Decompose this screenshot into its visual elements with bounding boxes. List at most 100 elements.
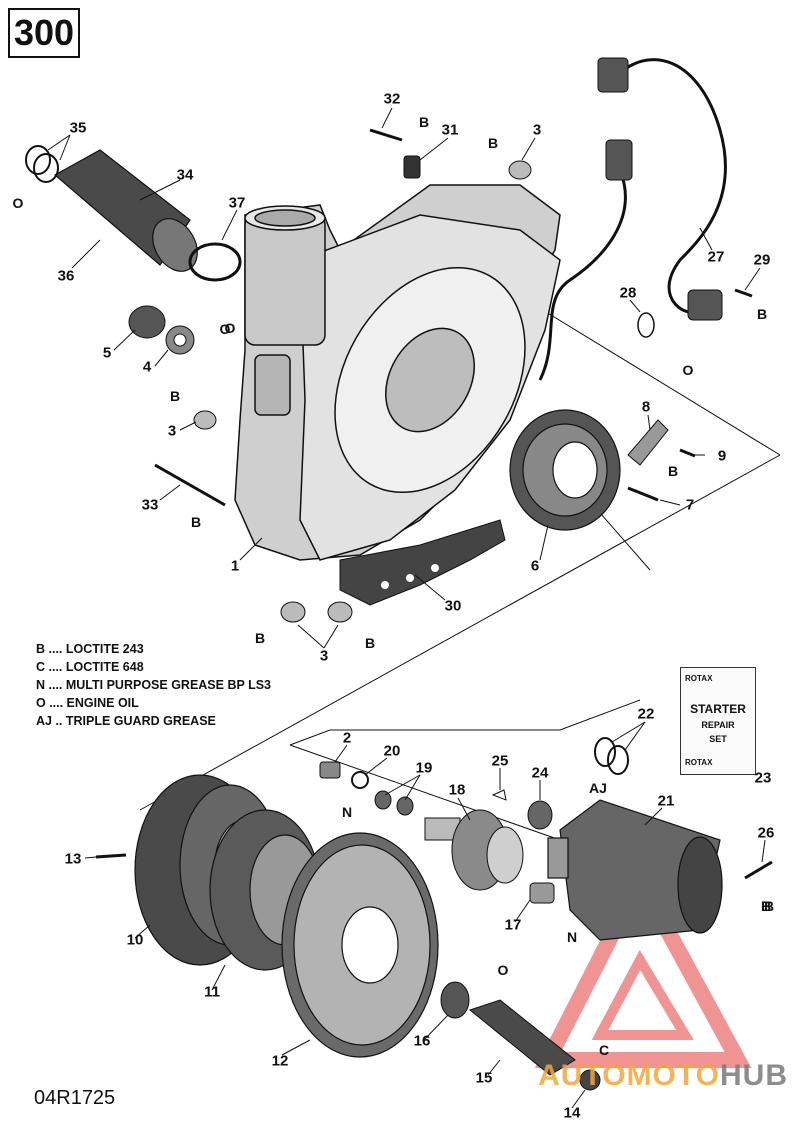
lube-mark: O xyxy=(497,962,509,978)
seals-4-5 xyxy=(128,305,195,355)
legend-item: N .... MULTI PURPOSE GREASE BP LS3 xyxy=(36,678,271,692)
callout-20: 20 xyxy=(383,742,401,760)
bracket-8 xyxy=(627,419,669,466)
connector-top xyxy=(597,57,629,93)
plugs-3 xyxy=(193,160,532,623)
lube-mark: B xyxy=(254,630,266,646)
starter-motor xyxy=(547,799,723,941)
callout-4: 4 xyxy=(142,358,152,376)
callout-18: 18 xyxy=(448,781,466,799)
diagram-code: 04R1725 xyxy=(34,1087,116,1109)
callout-25: 25 xyxy=(491,752,509,770)
callout-8: 8 xyxy=(641,398,651,416)
callout-24: 24 xyxy=(531,764,549,782)
callout-1: 1 xyxy=(230,557,240,575)
legend-item: B .... LOCTITE 243 xyxy=(36,642,144,656)
watermark-text: AUTOMOTOHUB xyxy=(538,1059,788,1093)
callout-15: 15 xyxy=(475,1069,493,1087)
callout-13: 13 xyxy=(64,850,82,868)
kit-brand-top: ROTAX xyxy=(685,674,713,683)
callout-10: 10 xyxy=(126,931,144,949)
callout-5: 5 xyxy=(102,344,112,362)
small-parts-lower xyxy=(319,761,414,816)
callout-19: 19 xyxy=(415,759,433,777)
lube-mark: B xyxy=(760,898,772,914)
page-number-box: 300 xyxy=(8,8,80,58)
lube-mark: N xyxy=(341,804,353,820)
legend-item: AJ .. TRIPLE GUARD GREASE xyxy=(36,714,216,728)
stator xyxy=(509,409,621,531)
callout-36: 36 xyxy=(57,267,75,285)
lube-mark: B xyxy=(169,388,181,404)
intermediate-gear xyxy=(424,809,524,891)
watermark-logo xyxy=(534,862,752,1068)
intake-hose xyxy=(53,149,242,282)
callout-3-bottom: 3 xyxy=(319,647,329,665)
seal-16 xyxy=(440,981,470,1019)
callout-35: 35 xyxy=(69,119,87,137)
connector-mid xyxy=(605,139,633,181)
leader-lines xyxy=(47,107,766,1109)
callout-17: 17 xyxy=(504,916,522,934)
bolts xyxy=(154,128,753,507)
callout-34: 34 xyxy=(176,166,194,184)
callout-23: 23 xyxy=(754,769,772,787)
kit-line1: REPAIR xyxy=(701,720,735,730)
callout-3-left: 3 xyxy=(167,422,177,440)
callout-11: 11 xyxy=(204,983,220,1001)
drive-shaft xyxy=(468,999,576,1076)
lube-mark: B xyxy=(667,463,679,479)
callout-12: 12 xyxy=(271,1052,289,1070)
lube-mark: B xyxy=(190,514,202,530)
callout-26: 26 xyxy=(757,824,775,842)
lubricant-legend: B .... LOCTITE 243 C .... LOCTITE 648 N … xyxy=(36,640,271,730)
repair-kit-card: ROTAX STARTER REPAIR SET ROTAX xyxy=(680,667,756,775)
ring-gear xyxy=(281,832,439,1058)
bolt-26 xyxy=(744,860,773,880)
lube-mark: B xyxy=(763,898,775,914)
o-rings-22 xyxy=(594,737,629,775)
lube-mark: O xyxy=(682,362,694,378)
callout-28: 28 xyxy=(619,284,637,302)
nut-14 xyxy=(579,1069,601,1091)
lube-mark: O xyxy=(12,195,24,211)
lube-mark: B xyxy=(756,306,768,322)
wiring-harness xyxy=(538,58,727,381)
callout-31: 31 xyxy=(441,121,459,139)
lube-mark: O xyxy=(219,321,231,337)
callout-14: 14 xyxy=(563,1104,581,1122)
lube-mark: C xyxy=(598,1042,610,1058)
lube-mark: O xyxy=(224,320,236,336)
lube-mark: B xyxy=(487,135,499,151)
callout-21: 21 xyxy=(657,792,675,810)
callout-3-top: 3 xyxy=(532,121,542,139)
callout-30: 30 xyxy=(444,597,462,615)
callout-9: 9 xyxy=(717,447,727,465)
o-rings-35 xyxy=(25,145,59,183)
legend-item: C .... LOCTITE 648 xyxy=(36,660,144,674)
callout-33: 33 xyxy=(141,496,159,514)
kit-title: STARTER xyxy=(690,702,746,716)
lube-mark: B xyxy=(418,114,430,130)
callout-22: 22 xyxy=(637,705,655,723)
callout-16: 16 xyxy=(413,1032,431,1050)
clip-25 xyxy=(491,789,507,801)
legend-item: O .... ENGINE OIL xyxy=(36,696,139,710)
o-ring-28 xyxy=(637,312,655,338)
lube-mark: AJ xyxy=(589,780,607,796)
magneto-housing xyxy=(234,184,561,561)
page-number: 300 xyxy=(13,12,75,53)
callout-7: 7 xyxy=(685,496,695,514)
bolt-13 xyxy=(95,853,127,859)
lube-mark: B xyxy=(364,635,376,651)
kit-line2: SET xyxy=(709,734,727,744)
watermark-part2: HUB xyxy=(720,1059,788,1092)
gear-24 xyxy=(527,800,553,830)
callout-27: 27 xyxy=(707,248,725,266)
watermark-part1: AUTOMOTO xyxy=(538,1059,720,1092)
callout-2: 2 xyxy=(342,729,352,747)
bushing-17 xyxy=(529,882,555,904)
callout-6: 6 xyxy=(530,557,540,575)
